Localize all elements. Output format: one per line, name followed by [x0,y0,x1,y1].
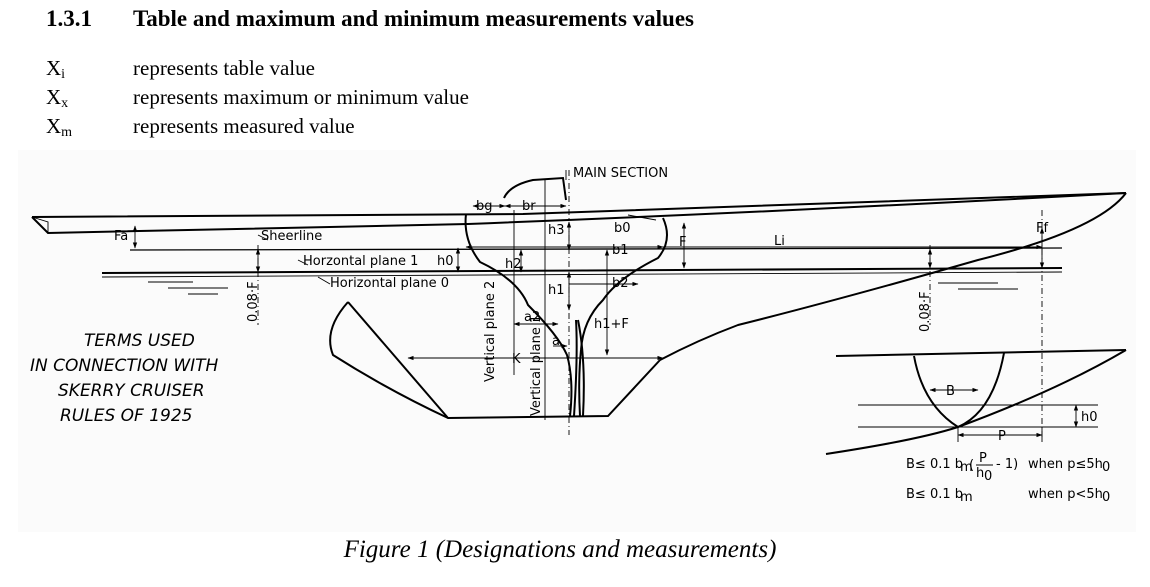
a-label: a [552,334,560,349]
svg-text:P: P [979,451,987,466]
formula-2-lhs: B≤ 0.1 b [906,487,963,502]
hull-drawing: MAIN SECTION Sheerline Horzontal plane 1… [30,166,1127,505]
a2-label: a2 [524,310,540,325]
horizontal-plane-0-line [101,267,1063,274]
definition-text: represents measured value [133,114,355,138]
formula-1-lhs: B≤ 0.1 b [906,457,963,472]
horizontal-plane-1-line [129,247,1063,251]
definition-text: represents table value [133,56,315,80]
definition-symbol: Xm [46,114,73,140]
h0-label: h0 [437,254,454,269]
horizontal-plane-1-label: Horzontal plane 1 [303,254,418,269]
deckhouse [503,176,567,201]
definition-row: Xi represents table value [46,54,469,83]
b0-leader [627,214,657,221]
inset-detail: B P h0 [825,349,1127,455]
main-section-left [464,213,573,417]
fwd-008f-label: 0.08·F [918,291,933,332]
svg-text:0: 0 [984,469,992,484]
definitions-list: Xi represents table value Xx represents ma… [46,54,469,141]
definition-symbol: Xx [46,85,69,111]
formula-1-cond: when p≤5h [1028,457,1103,472]
svg-text:m: m [960,490,973,505]
vertical-plane-2-label: Vertical plane 2 [483,281,498,382]
horizontal-plane-0-label: Horizontal plane 0 [330,276,449,291]
h1-label: h1 [548,283,565,298]
aft-008f-label: 0.08·F [246,281,261,322]
h3-label: h3 [548,223,565,238]
terms-line: SKERRY CRUISER [58,381,205,401]
svg-text:(: ( [969,458,974,473]
keel-fin [329,301,661,420]
f-label: F [679,235,686,250]
svg-text:h: h [976,466,984,481]
inset-h0-label: h0 [1081,410,1098,425]
inset-waterline-top [835,349,1127,357]
fa-label: Fa [114,229,128,244]
inset-p-label: P [998,429,1006,444]
k-label: K [512,352,521,367]
keel-leading-edge [347,301,449,419]
main-section-label: MAIN SECTION [573,166,668,181]
definition-text: represents maximum or minimum value [133,85,469,109]
br-label: br [522,199,536,214]
section-number: 1.3.1 [46,6,92,31]
hull-profile-upper [31,192,1127,235]
bg-label: bg [476,199,493,214]
sheerline-curve [31,192,1127,218]
terms-line: TERMS USED [84,331,195,351]
hplane0-leader [317,276,331,285]
inset-hull-line [825,349,1127,455]
terms-line: IN CONNECTION WITH [30,356,219,376]
sheerline-label: Sheerline [261,229,322,244]
hull-drawing-figure: MAIN SECTION Sheerline Horzontal plane 1… [18,150,1136,532]
svg-text:0: 0 [1102,460,1110,475]
h2-label: h2 [505,257,522,272]
vertical-plane-1-label: Vertical plane 1 [529,315,544,416]
definition-row: Xx represents maximum or minimum value [46,83,469,112]
definition-symbol: Xi [46,56,66,82]
water-hatching [148,281,1018,295]
b2-label: b2 [612,276,629,291]
b1-label: b1 [612,243,629,258]
section-heading: 1.3.1 Table and maximum and minimum measu… [46,6,694,32]
b0-label: b0 [614,221,631,236]
hplane1-leader [297,259,309,266]
svg-text:- 1): - 1) [996,457,1018,472]
svg-text:m: m [960,460,973,475]
inset-b-label: B [946,384,955,399]
stern-tip [31,216,49,233]
formula-1: B≤ 0.1 b m ( P h 0 - 1) when p≤5h 0 [906,451,1110,484]
figure-caption: Figure 1 (Designations and measurements) [343,536,777,563]
definition-row: Xm represents measured value [46,112,469,141]
ff-label: Ff [1036,221,1048,236]
formula-2: B≤ 0.1 b m when p<5h 0 [906,487,1110,505]
sheerline-leader [257,234,269,241]
li-label: Li [774,234,785,249]
terms-line: RULES OF 1925 [60,406,193,426]
rudder [573,319,585,417]
bow-profile [659,192,1127,361]
waterline-lower [101,271,1063,278]
h1-plus-f-label: h1+F [594,317,629,332]
section-title: Table and maximum and minimum measuremen… [133,6,695,31]
formula-2-cond: when p<5h [1028,487,1103,502]
svg-text:0: 0 [1102,490,1110,505]
